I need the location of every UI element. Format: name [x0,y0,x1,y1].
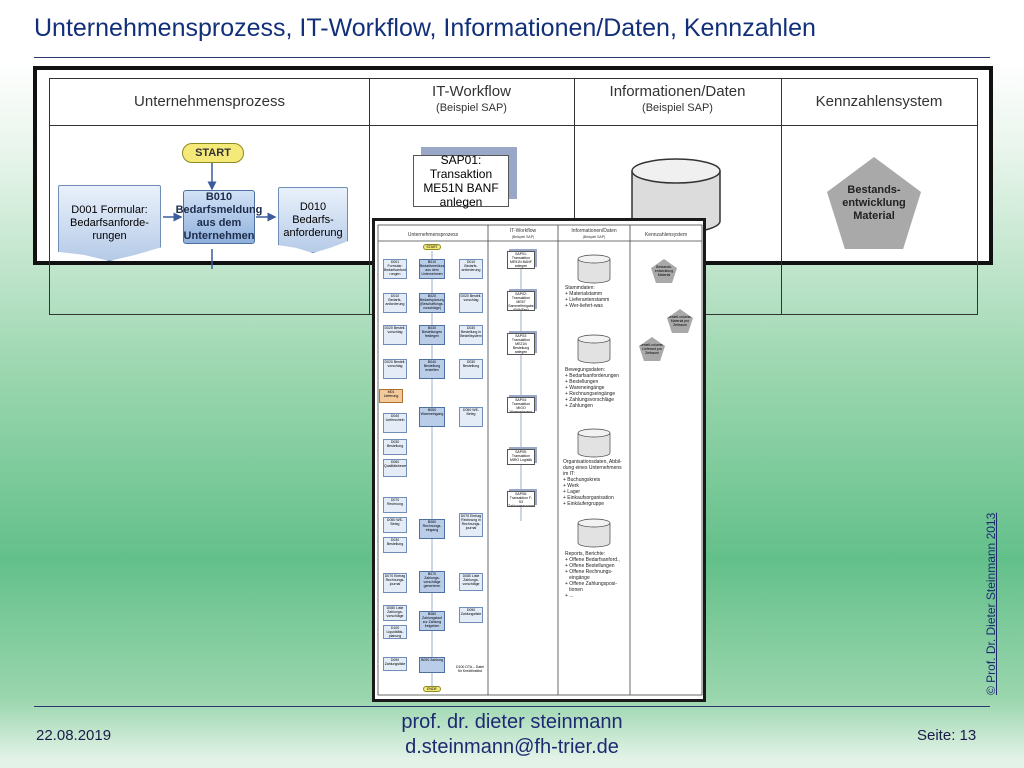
overview-header-info: Informationen/Daten(Beispiel SAP) [571,228,617,239]
overview-header-kpi: Kennzahlensystem [644,232,688,238]
overview-end: ENDE [423,686,441,692]
overview-process: B070 Zahlungs-vorschläge generieren [419,571,445,593]
overview-doc: D070 Eintrag Rechnung in Rechnungs-journ… [459,513,483,537]
overview-doc: D030 Bestellung [383,439,407,455]
overview-info-text: Bewegungsdaten: + Bedarfsanforderungen +… [565,367,620,409]
overview-sap: SAP01: Transaktion ME51N BANF anlegen [507,251,535,269]
overview-doc: D010 Bedarfs-anforderung [383,293,407,313]
overview-doc: D050 WE-Beleg [383,517,407,533]
overview-doc: D080 Liste Zahlungs-vorschläge [383,605,407,621]
start-node: START [182,143,244,163]
overview-info-text: Organisationsdaten, Abbil- dung eines Un… [563,459,622,507]
header-kpi: Kennzahlensystem [815,93,943,110]
overview-sap: SAP02: Transaktion ME57 Sammelfreigabe (… [507,291,535,311]
overview-process: B030 Bestellungen festlegen [419,325,445,345]
overview-diagram: Unternehmensprozess IT-Workflow(Beispiel… [372,218,706,702]
overview-doc: D010 Bedarfs-anforderung [459,259,483,279]
overview-process: B040 Bestellung erstellen [419,359,445,379]
title-underline [34,57,990,58]
overview-doc: D030 Bestellung [459,359,483,379]
overview-doc: D020 Bestell-vorschlag [459,293,483,313]
header-info: Informationen/Daten (Beispiel SAP) [609,83,746,114]
overview-info-text: Reports, Berichte: + Offene Bedarfsanfor… [565,551,620,599]
footer-author: prof. dr. dieter steinmann d.steinmann@f… [401,711,623,758]
overview-doc: D020 Bestell-vorschlag [383,359,407,379]
overview-sap: SAP06: Transaktion F-53 Zahlungsausgang [507,491,535,507]
footer-rule [34,706,990,707]
overview-process: B060 Rechnungs-eingang [419,519,445,539]
doc-d010: D010 Bedarfs-anforderung [278,187,348,253]
overview-sap: SAP04: Transaktion MIGO Wareneingang [507,397,535,413]
header-process: Unternehmensprozess [134,93,285,110]
page-title: Unternehmensprozess, IT-Workflow, Inform… [34,14,816,42]
overview-doc: D100 DTA – Datei für Kreditinstitut [456,665,484,673]
overview-start: START [423,244,441,250]
copyright-note: © Prof. Dr. Dieter Steinmann 2013 [984,512,998,695]
overview-process: B080 Zahlungslauf zur Zahlung freigeben [419,611,445,631]
process-b010: B010 Bedarfsmeldung aus dem Unternehmen [175,190,263,244]
overview-doc: D030 Bestellung [383,537,407,553]
overview-doc: D090 Zahlungsliste [383,657,407,671]
overview-process: B020 Bedarfsplanung (Beschaffungs-vorsch… [419,293,445,313]
overview-delivery: M01 Lieferung [379,389,403,403]
database-icon [631,158,721,234]
overview-doc: D040 Lieferschein [383,413,407,433]
overview-process: B050 Wareneingang [419,407,445,427]
overview-header-process: Unternehmensprozess [407,232,459,238]
overview-info-text: Stammdaten: + Materialstamm + Lieferante… [565,285,610,309]
overview-doc: D090 Zahlungsliste [459,607,483,623]
overview-doc: D030 Bestellung in Bestellsystem [459,325,483,345]
overview-sap: SAP03: Transaktion ME21N Bestellung anle… [507,333,535,355]
footer-page: Seite: 13 [917,727,977,744]
header-workflow: IT-Workflow (Beispiel SAP) [432,83,511,114]
overview-doc: D080 Liste Zahlungs-vorschläge [459,573,483,591]
overview-doc: D070 Eintrag Rechnungs-journal [383,573,407,593]
footer-date: 22.08.2019 [36,727,112,744]
overview-doc: D060 Qualitätsbewertung [383,459,407,477]
overview-doc: D001 Formular: Bedarfsanforde-rungen [383,259,407,279]
overview-doc: D020 Bestell-vorschlag [383,325,407,345]
overview-doc: D100 Liquiditäts-planung [383,625,407,639]
overview-sap: SAP05: Transaktion MIRO Logistik [507,449,535,465]
doc-d001: D001 Formular: Bedarfsanforde-rungen [58,185,161,261]
overview-process: B010 Bedarfsmeldung aus dem Unternehmen [419,259,445,279]
sap01-node: SAP01: Transaktion ME51N BANF anlegen [413,153,509,209]
overview-doc: D070 Rechnung [383,497,407,513]
overview-header-workflow: IT-Workflow(Beispiel SAP) [509,228,537,239]
overview-doc: D050 WE-Beleg [459,407,483,427]
overview-process: B090 Zahlung [419,657,445,673]
